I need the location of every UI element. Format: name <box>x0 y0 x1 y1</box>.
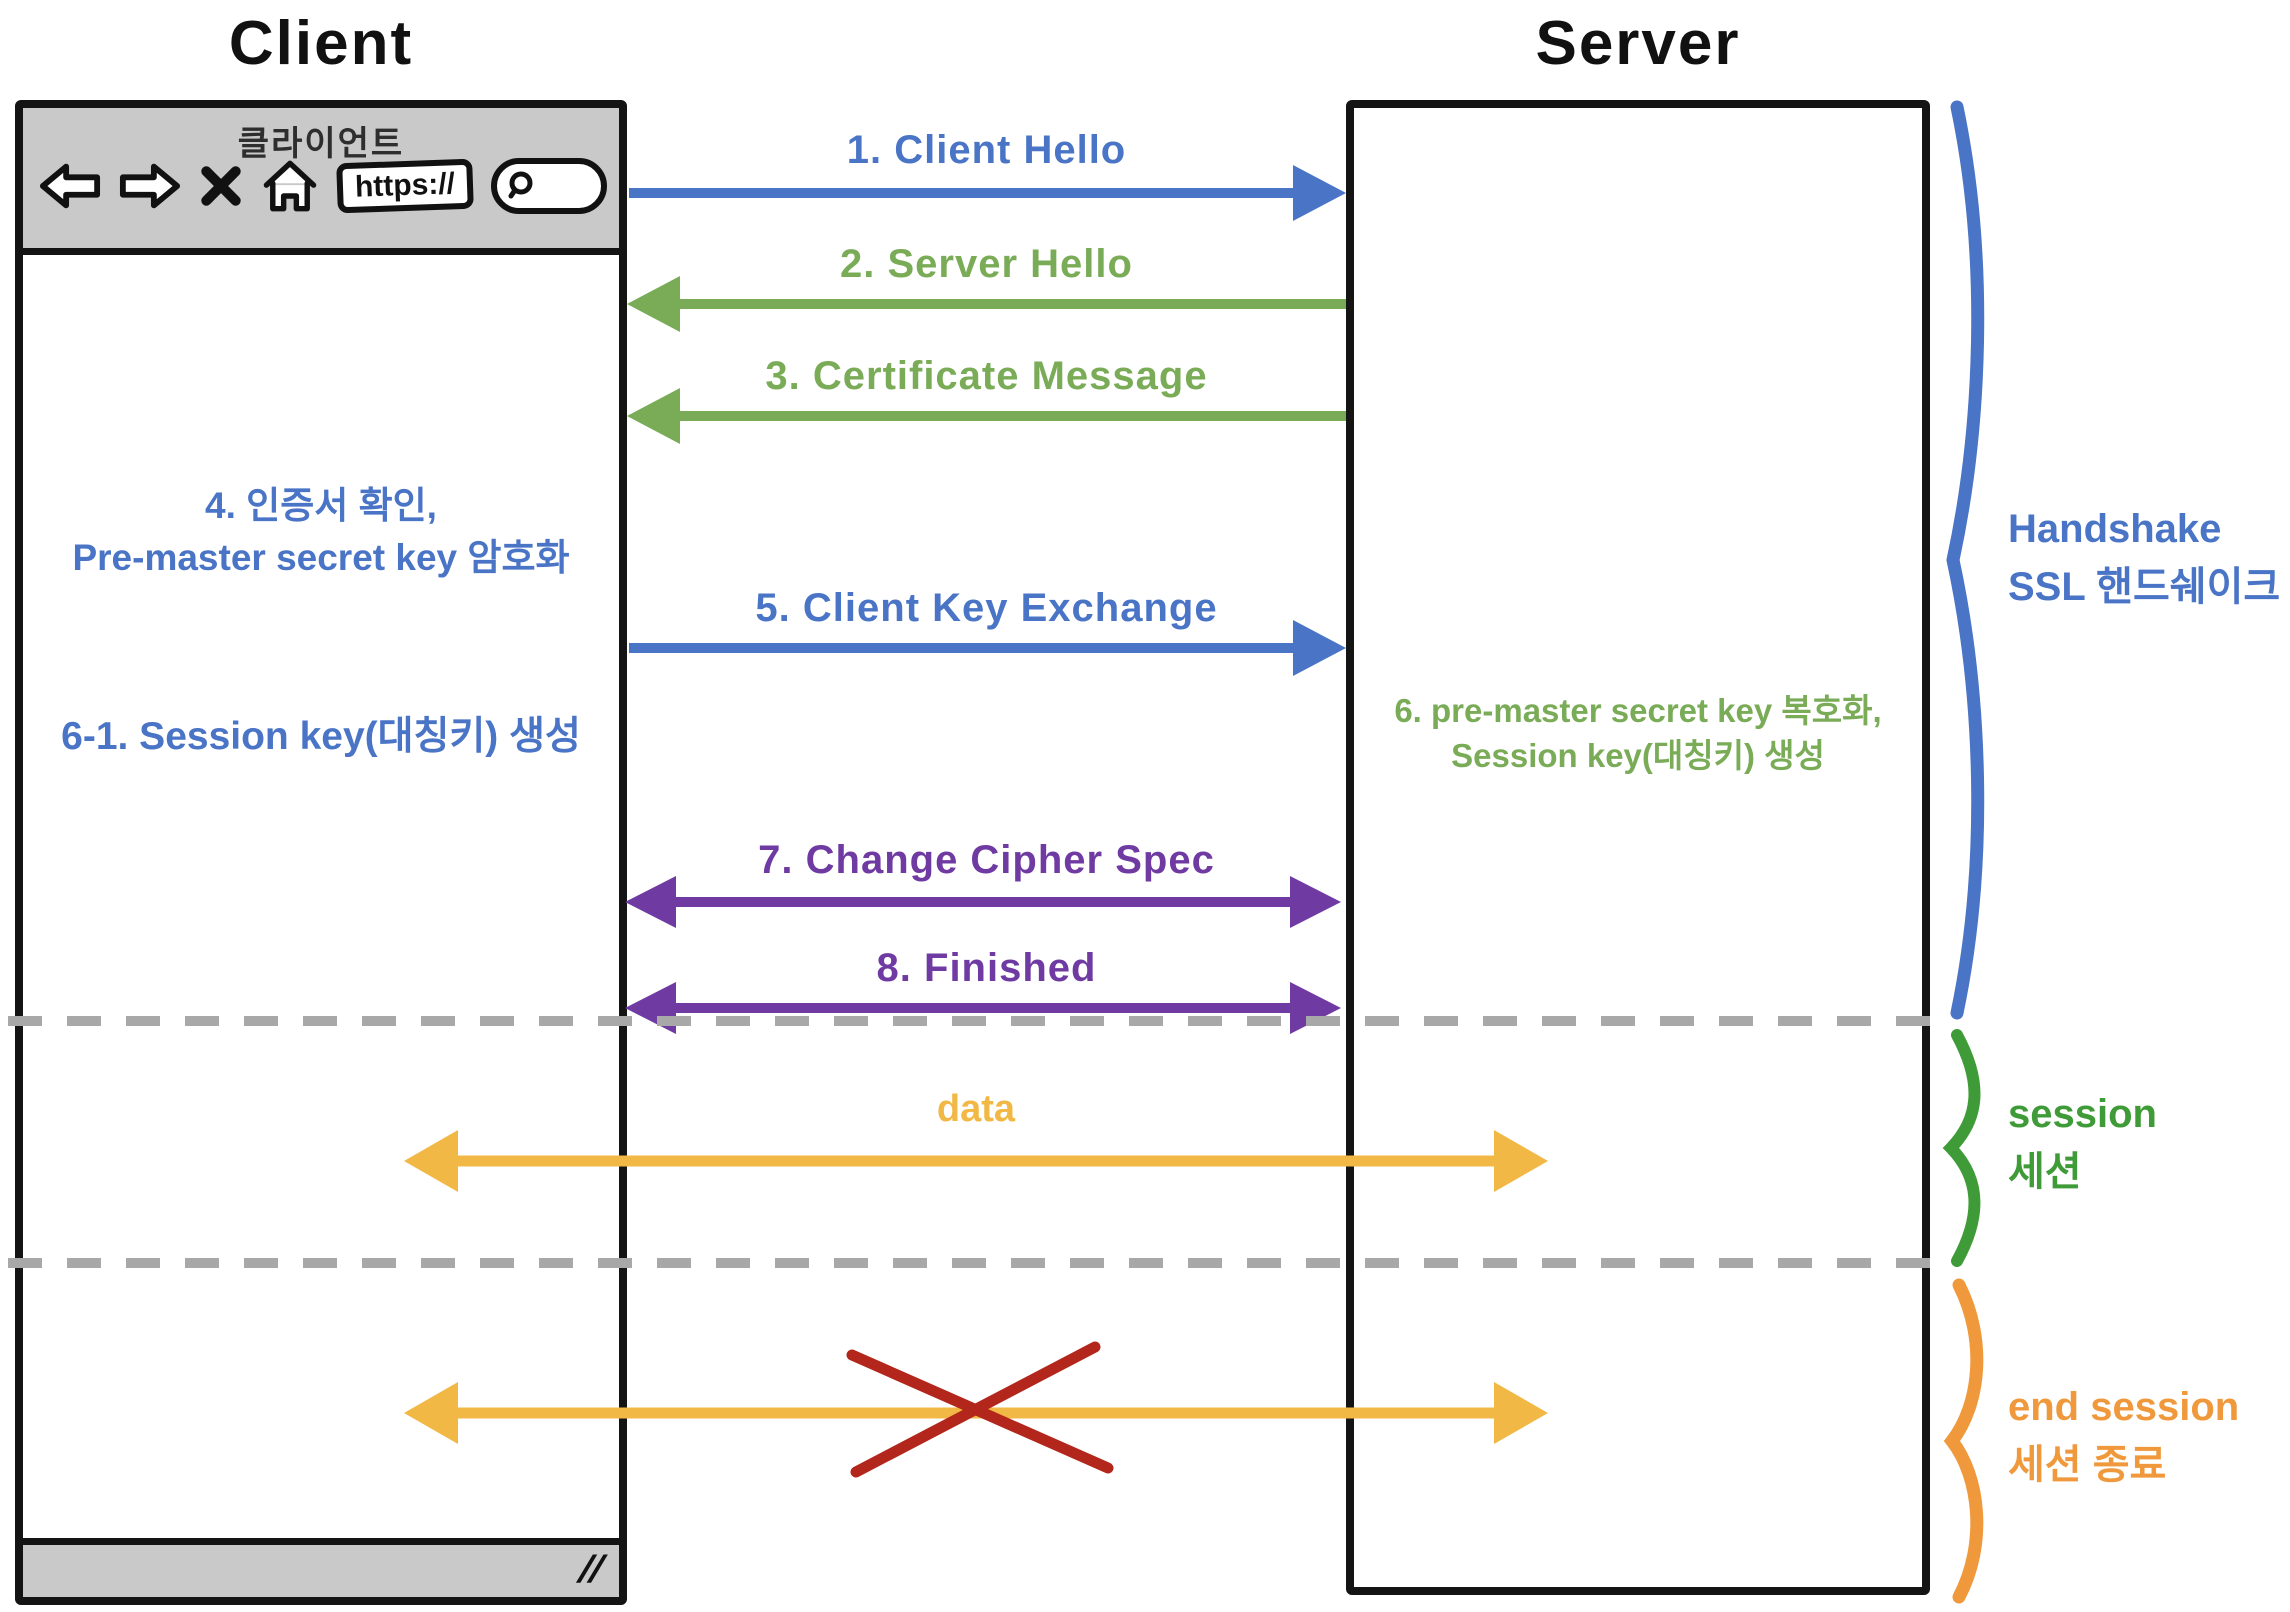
certificate-message-label: 3. Certificate Message <box>765 354 1208 398</box>
session-brace <box>1942 1029 1981 1267</box>
forward-icon <box>119 161 181 211</box>
terminated-x-mark <box>846 1341 1114 1478</box>
client-heading: Client <box>228 9 414 78</box>
resize-handle-icon: // <box>575 1549 606 1591</box>
server-hello-label: 2. Server Hello <box>840 242 1133 286</box>
session-phase-en: session <box>2008 1092 2157 1136</box>
browser-toolbar-icons: https:// <box>39 158 607 214</box>
server-window <box>1346 100 1930 1595</box>
change-cipher-spec-label: 7. Change Cipher Spec <box>758 838 1215 882</box>
browser-window-title: 클라이언트 <box>237 125 405 163</box>
back-icon <box>39 161 101 211</box>
client-step4-line2: Pre-master secret key 암호화 <box>72 537 570 578</box>
end-session-phase-label: end session 세션 종료 <box>2008 1378 2239 1494</box>
client-hello-label: 1. Client Hello <box>846 128 1127 172</box>
end-session-phase-ko: 세션 종료 <box>2008 1443 2167 1487</box>
client-step4-line1: 4. 인증서 확인, <box>205 485 437 526</box>
client-key-exchange-label: 5. Client Key Exchange <box>755 586 1218 630</box>
data-label: data <box>936 1088 1016 1130</box>
server-heading: Server <box>1535 9 1741 78</box>
browser-statusbar: // <box>23 1538 619 1597</box>
server-step6-note: 6. pre-master secret key 복호화, Session ke… <box>1346 688 1930 778</box>
finished-label: 8. Finished <box>876 946 1097 990</box>
server-step6-line2: Session key(대칭키) 생성 <box>1451 737 1825 774</box>
client-step4-note: 4. 인증서 확인, Pre-master secret key 암호화 <box>15 480 627 584</box>
client-window: 클라이언트 https:// // <box>15 100 627 1605</box>
change-cipher-spec-arrow <box>625 876 1341 928</box>
end-session-brace <box>1943 1278 1984 1604</box>
browser-toolbar: 클라이언트 https:// <box>23 108 619 255</box>
home-icon <box>261 159 319 213</box>
client-step6-1-note: 6-1. Session key(대칭키) 생성 <box>61 715 581 758</box>
handshake-phase-label: Handshake SSL 핸드쉐이크 <box>2008 500 2280 616</box>
client-hello-arrow <box>629 165 1346 221</box>
address-bar: https:// <box>336 158 474 214</box>
handshake-phase-en: Handshake <box>2008 507 2222 551</box>
session-phase-label: session 세션 <box>2008 1085 2157 1201</box>
close-icon <box>199 162 243 210</box>
handshake-phase-ko: SSL 핸드쉐이크 <box>2008 565 2281 609</box>
server-step6-line1: 6. pre-master secret key 복호화, <box>1394 692 1882 729</box>
search-box <box>490 158 607 214</box>
search-icon <box>508 171 533 199</box>
handshake-brace <box>1946 100 1985 1020</box>
session-phase-ko: 세션 <box>2008 1150 2082 1194</box>
end-session-phase-en: end session <box>2008 1385 2240 1429</box>
